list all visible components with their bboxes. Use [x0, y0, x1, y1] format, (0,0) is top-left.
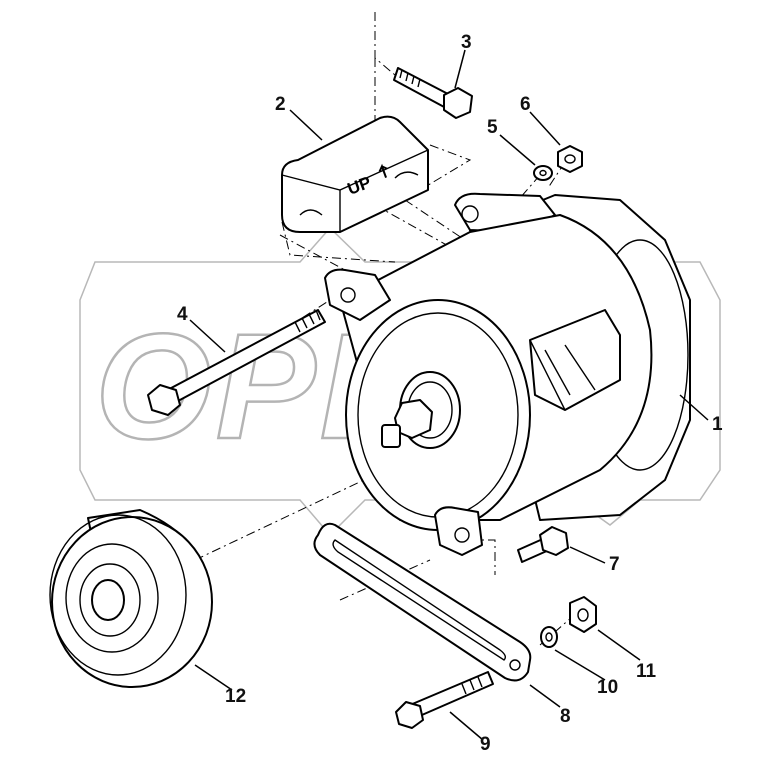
callout-10: 10 — [597, 677, 618, 698]
callout-5: 5 — [487, 117, 498, 138]
callout-1: 1 — [712, 414, 723, 435]
callout-2: 2 — [275, 94, 286, 115]
bolt-part-7 — [517, 526, 569, 563]
washer-part-5 — [533, 165, 553, 181]
callout-11: 11 — [636, 661, 657, 682]
up-arrow-icon — [378, 163, 388, 178]
callout-7: 7 — [609, 554, 620, 575]
callouts: 1 2 3 4 5 6 7 8 9 10 11 12 — [177, 32, 723, 755]
callout-9: 9 — [480, 734, 491, 755]
callout-8: 8 — [560, 706, 571, 727]
bolt-part-3 — [393, 67, 473, 119]
washer-part-10 — [540, 626, 558, 648]
callout-4: 4 — [177, 304, 188, 325]
callout-12: 12 — [225, 686, 246, 707]
alternator-part-1 — [324, 192, 691, 556]
adjusting-link-part-8 — [313, 522, 532, 682]
bracket-part-2: UP — [281, 115, 429, 233]
pulley-part-12 — [49, 509, 213, 688]
bolt-part-9 — [395, 671, 494, 729]
bolt-part-4 — [147, 309, 326, 416]
callout-3: 3 — [461, 32, 472, 53]
nut-part-11 — [569, 596, 597, 633]
leader-lines — [189, 49, 709, 741]
nut-part-6 — [557, 145, 583, 173]
callout-6: 6 — [520, 94, 531, 115]
